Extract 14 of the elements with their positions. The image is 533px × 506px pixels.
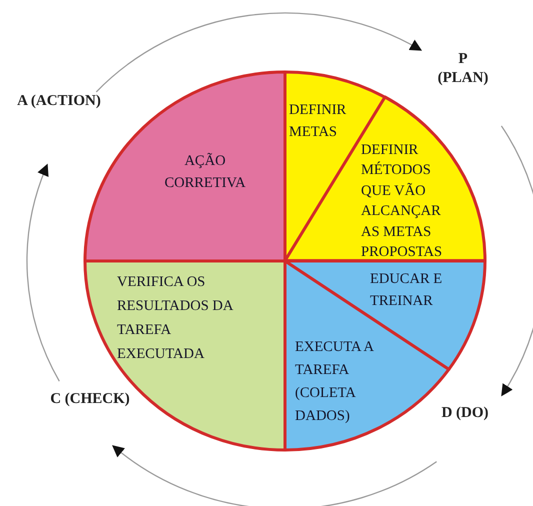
phase-label: P (PLAN) xyxy=(436,50,490,88)
slice-label: DEFINIR MÉTODOS QUE VÃO ALCANÇAR AS METAS PROPOSTAS xyxy=(361,140,444,262)
slice-label: EXECUTA A TAREFA (COLETA DADOS) xyxy=(295,338,375,426)
slice-label: EDUCAR E TREINAR xyxy=(370,270,444,311)
phase-label: A (ACTION) xyxy=(17,92,101,111)
slice-label: AÇÃO CORRETIVA xyxy=(163,152,247,193)
cycle-arrow xyxy=(500,126,533,397)
phase-label: D (DO) xyxy=(440,404,490,423)
cycle-arrow xyxy=(96,12,422,92)
cycle-arrow xyxy=(26,164,60,382)
cycle-arrow xyxy=(112,445,437,506)
slice-label: VERIFICA OS RESULTADOS DA TAREFA EXECUTADA xyxy=(117,273,234,364)
phase-label: C (CHECK) xyxy=(49,390,131,409)
slice-label: DEFINIR METAS xyxy=(289,101,348,142)
